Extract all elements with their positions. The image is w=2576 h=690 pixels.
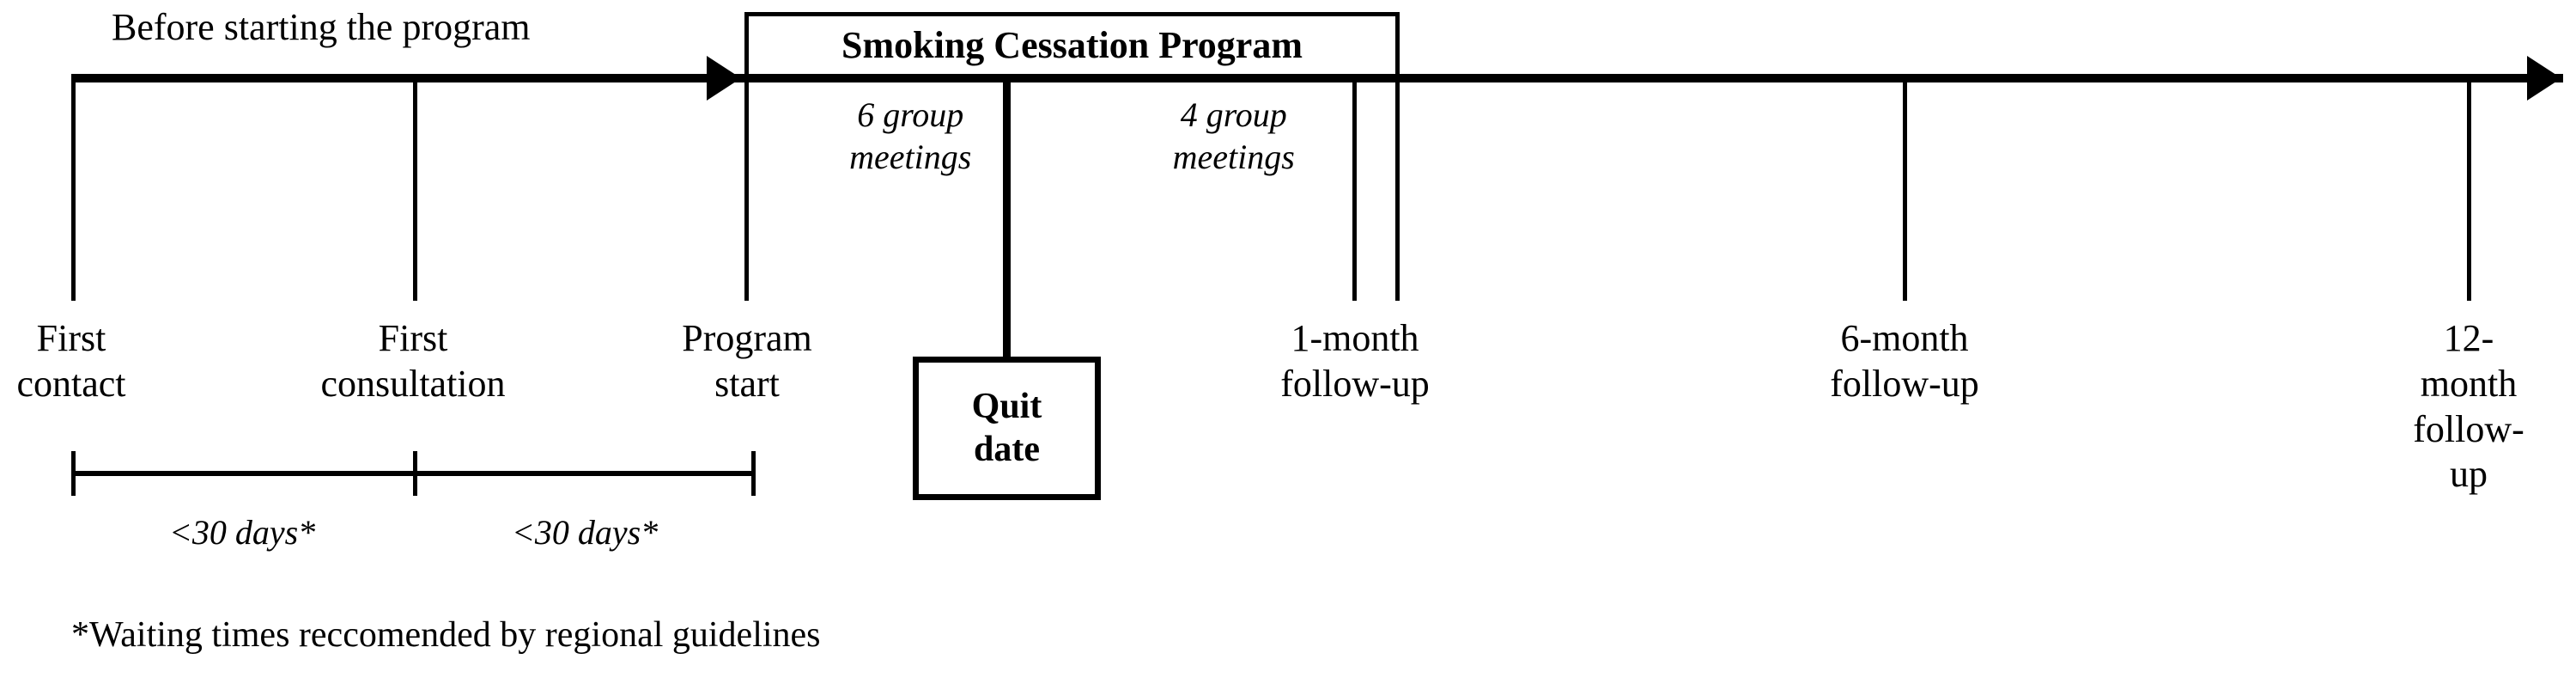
- program-phase-columns: 6 group meetings 4 group meetings: [749, 82, 1395, 301]
- program-box: [744, 12, 1400, 301]
- program-phase-1-label: 6 group meetings: [849, 95, 972, 176]
- quit-date-box: Quit date: [913, 357, 1101, 500]
- timeline-arrowhead-pre-program: [707, 56, 741, 101]
- program-phase-1: 6 group meetings: [749, 82, 1072, 301]
- tick-first-consultation: [413, 79, 417, 301]
- waiting-time-footnote: *Waiting times reccomended by regional g…: [71, 615, 821, 655]
- milestone-label-twelve-month: 12-month follow-up: [2413, 317, 2524, 496]
- milestone-label-program-start: Program start: [682, 317, 812, 405]
- milestone-label-six-month: 6-month follow-up: [1830, 317, 1979, 405]
- timeline-arrowhead-end: [2527, 56, 2561, 101]
- tick-twelve-month: [2467, 79, 2471, 301]
- quit-date-connector: [1003, 79, 1011, 358]
- program-phase-2: 4 group meetings: [1072, 82, 1396, 301]
- program-header: Smoking Cessation Program: [744, 12, 1400, 79]
- pre-program-caption: Before starting the program: [112, 6, 531, 48]
- tick-six-month: [1903, 79, 1907, 301]
- quit-date-label: Quit date: [971, 386, 1042, 469]
- waiting-time-label-2: <30 days*: [511, 513, 659, 552]
- milestone-label-first-consultation: First consultation: [320, 317, 506, 405]
- program-phase-2-label: 4 group meetings: [1172, 95, 1295, 176]
- bracket-tick-start: [71, 451, 76, 496]
- waiting-time-label-1: <30 days*: [168, 513, 316, 552]
- tick-first-contact: [71, 79, 76, 301]
- bracket-tick-middle: [413, 451, 417, 496]
- bracket-tick-end: [751, 451, 756, 496]
- program-header-label: Smoking Cessation Program: [841, 24, 1303, 66]
- tick-one-month: [1352, 79, 1357, 301]
- milestone-label-first-contact: First contact: [16, 317, 126, 405]
- milestone-label-one-month: 1-month follow-up: [1280, 317, 1430, 405]
